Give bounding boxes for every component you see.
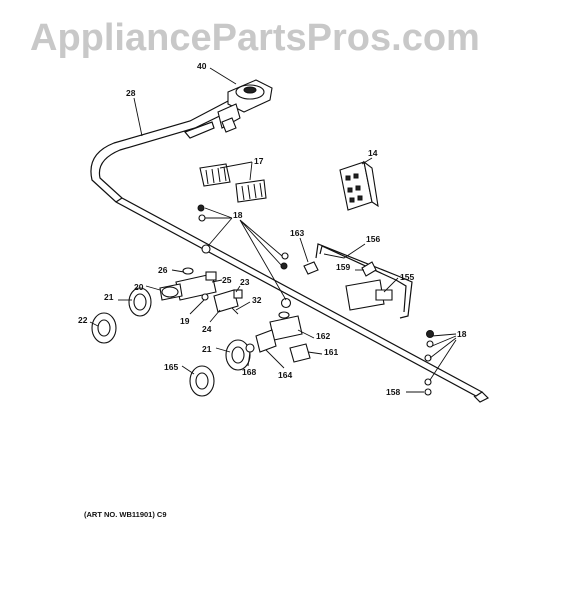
- callout-17: 17: [254, 156, 264, 166]
- callout-156: 156: [366, 234, 380, 244]
- callout-22: 22: [78, 315, 88, 325]
- pressure-regulator: [217, 79, 273, 133]
- callout-14: 14: [368, 148, 378, 158]
- callout-26: 26: [158, 265, 168, 275]
- right-burner-valve: [189, 311, 311, 397]
- leader-lines: [89, 67, 457, 393]
- ignitor-assembly: [303, 243, 413, 319]
- callout-159: 159: [336, 262, 350, 272]
- callout-labels: 40 28 17 14 18 163 156 159 155 26 25 20 …: [78, 61, 467, 397]
- terminal-blocks: [199, 163, 267, 203]
- callout-158: 158: [386, 387, 400, 397]
- screws-upper: [197, 204, 292, 309]
- callout-40: 40: [197, 61, 207, 71]
- callout-18-lower: 18: [457, 329, 467, 339]
- callout-20: 20: [134, 282, 144, 292]
- art-number: (ART NO. WB11901) C9: [84, 510, 167, 519]
- callout-28: 28: [126, 88, 136, 98]
- callout-164: 164: [278, 370, 292, 380]
- callout-18-upper: 18: [233, 210, 243, 220]
- callout-21-left: 21: [104, 292, 114, 302]
- callout-162: 162: [316, 331, 330, 341]
- callout-25: 25: [222, 275, 232, 285]
- callout-32: 32: [252, 295, 262, 305]
- valve-switch-left: [201, 289, 243, 315]
- callout-161: 161: [324, 347, 338, 357]
- manifold-tube: [90, 99, 490, 403]
- screws-lower: [424, 330, 434, 396]
- callout-19: 19: [180, 316, 190, 326]
- callout-165: 165: [164, 362, 178, 372]
- callout-168: 168: [242, 367, 256, 377]
- callout-155: 155: [400, 272, 414, 282]
- spark-module: [339, 160, 379, 211]
- left-burner-valve: [91, 267, 217, 344]
- callout-21-right: 21: [202, 344, 212, 354]
- callout-23: 23: [240, 277, 250, 287]
- callout-163: 163: [290, 228, 304, 238]
- callout-24: 24: [202, 324, 212, 334]
- watermark-text: AppliancePartsPros.com: [30, 17, 480, 59]
